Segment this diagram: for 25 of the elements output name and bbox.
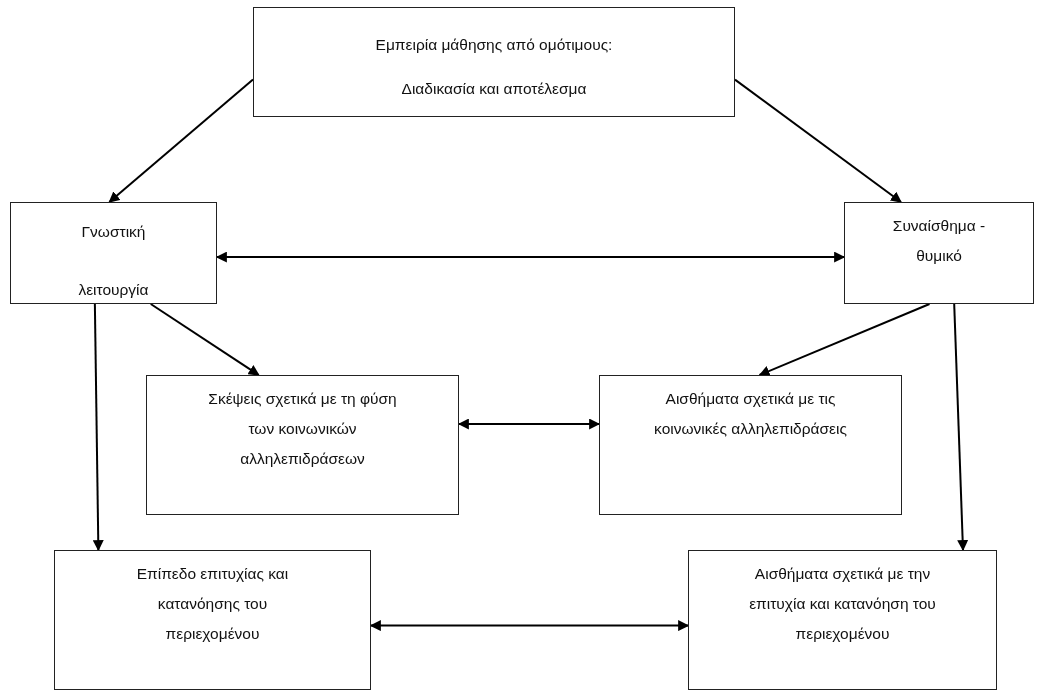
process-box — [844, 202, 1034, 304]
process-box — [253, 7, 735, 117]
box-text: Αισθήματα σχετικά με τις κοινωνικές αλληλεπιδράσεις — [653, 389, 848, 440]
arrow — [953, 303, 969, 552]
arrow — [215, 251, 846, 263]
box-text: Επίπεδο επιτυχίας και κατανόησης του περιεχομένου — [135, 564, 290, 645]
arrow — [92, 303, 104, 552]
process-box — [10, 202, 217, 304]
arrow — [734, 78, 902, 203]
box-text: Σκέψεις σχετικά με τη φύση των κοινωνικών αλληλεπιδράσεων — [207, 389, 398, 470]
box-text: Αισθήματα σχετικά με την επιτυχία και κατανόηση του περιεχομένου — [748, 564, 937, 645]
arrow — [108, 78, 254, 203]
box-text: Γνωστική — [80, 222, 147, 242]
box-text: Εμπειρία μάθησης από ομότιμους: — [374, 35, 614, 55]
process-box — [688, 550, 997, 690]
arrow — [457, 418, 601, 430]
box-text: Διαδικασία και αποτέλεσμα — [400, 79, 588, 99]
box-text: Συναίσθημα - θυμικό — [891, 216, 987, 267]
arrow — [369, 620, 690, 632]
process-box — [599, 375, 902, 515]
box-text: λειτουργία — [77, 280, 150, 300]
arrow — [149, 303, 260, 376]
process-box — [146, 375, 459, 515]
arrow — [758, 303, 931, 377]
process-box — [54, 550, 371, 690]
